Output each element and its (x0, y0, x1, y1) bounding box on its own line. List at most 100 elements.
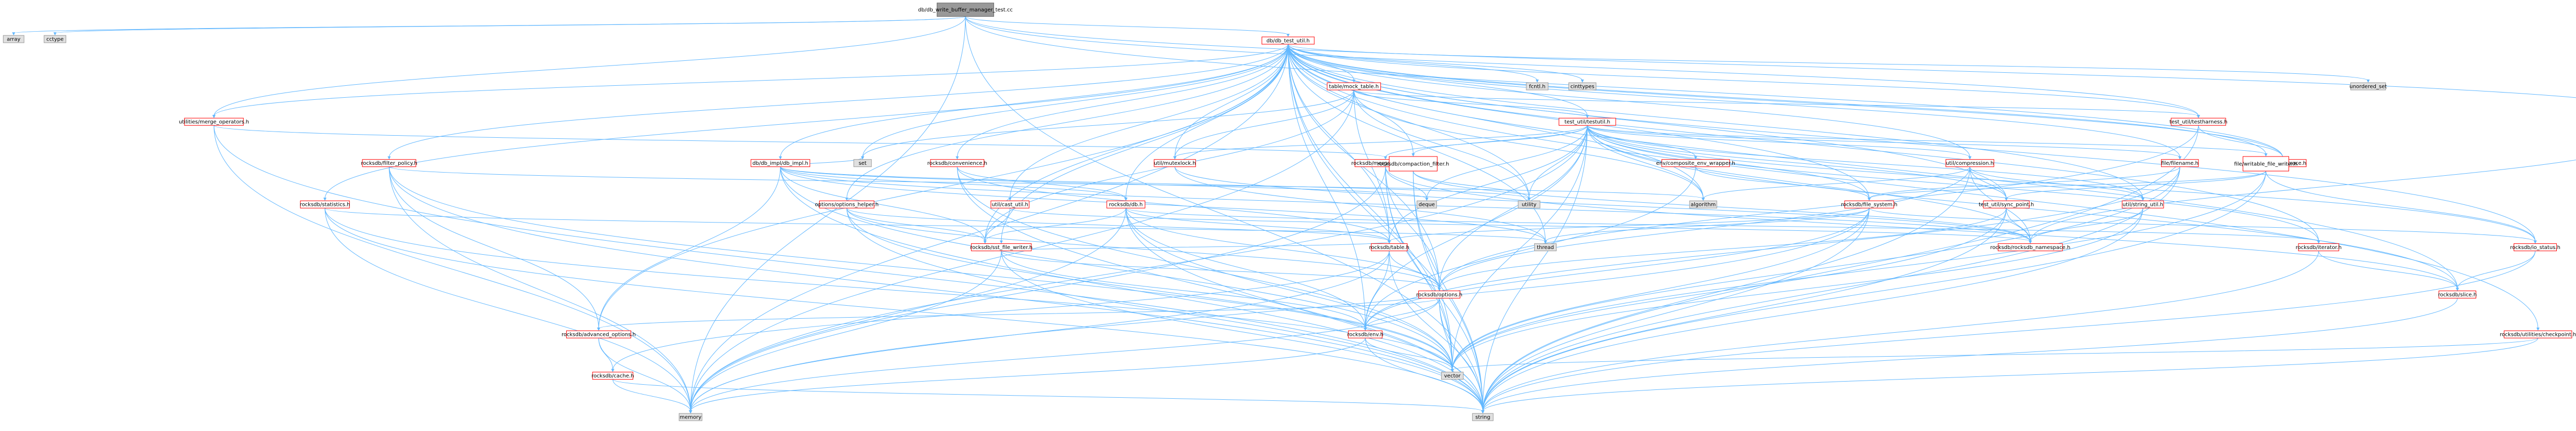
edge-n41-n49 (1439, 298, 1483, 412)
node-label: db/db_impl/db_impl.h (752, 161, 808, 166)
node-label: deque (1419, 202, 1435, 208)
node-n14[interactable]: db/db_impl/db_impl.h (750, 159, 810, 167)
edge-arrowhead (1527, 198, 1531, 201)
edge-n32-n38 (2006, 208, 2031, 242)
node-box (2170, 117, 2226, 126)
node-box (3, 35, 24, 43)
edge-n0-n7 (214, 16, 966, 116)
node-box (971, 243, 1032, 252)
edge-n8-n16 (1174, 90, 1354, 158)
node-n16[interactable]: util/mutexlock.h (1154, 159, 1196, 167)
node-n21[interactable]: file/filename.h (2161, 159, 2199, 167)
edge-n3-n23 (324, 44, 1289, 199)
node-n28[interactable]: deque (1417, 200, 1437, 208)
node-box (300, 200, 350, 208)
node-n10[interactable]: test_util/testharness.h (2169, 117, 2227, 126)
node-n47[interactable]: vector (1441, 372, 1464, 380)
node-n19[interactable]: env/composite_env_wrapper.h (1656, 159, 1735, 167)
node-label: algorithm (1691, 202, 1716, 208)
edge-n3-n14 (780, 44, 1289, 158)
node-n7[interactable]: utilities/merge_operators.h (179, 117, 249, 126)
node-n49[interactable]: string (1472, 413, 1494, 421)
edge-n46-n49 (612, 379, 1483, 412)
node-label: db/db_write_buffer_manager_test.cc (918, 7, 1013, 13)
edge-arrowhead (387, 156, 391, 160)
node-n43[interactable]: rocksdb/advanced_options.h (561, 330, 636, 338)
node-box (819, 200, 874, 208)
node-label: rocksdb/table.h (1369, 245, 1409, 251)
edge-n3-n4 (1288, 44, 1538, 81)
edge-n20-n32 (1969, 166, 2007, 199)
node-n4[interactable]: fcntl.h (1526, 82, 1549, 90)
node-box (990, 200, 1029, 208)
edge-n41-n48 (690, 298, 1440, 412)
edge-n42-n49 (1482, 298, 2458, 412)
node-label: vector (1444, 373, 1461, 379)
node-n42[interactable]: rocksdb/slice.h (2438, 290, 2477, 298)
node-box (2242, 156, 2290, 172)
node-n25[interactable]: util/cast_util.h (990, 200, 1029, 208)
node-n40[interactable]: rocksdb/io_status.h (2510, 243, 2560, 252)
edge-arrowhead (1867, 198, 1871, 201)
node-n38[interactable]: rocksdb/rocksdb_namespace.h (1990, 243, 2070, 252)
edge-arrowhead (861, 156, 865, 160)
node-n18[interactable]: rocksdb/compaction_filter.h (1377, 156, 1449, 172)
edge-n3-n9 (1288, 44, 1588, 116)
node-n29[interactable]: utility (1518, 200, 1540, 208)
node-label: options/options_helper.h (815, 202, 879, 208)
node-n26[interactable]: rocksdb/db.h (1106, 200, 1145, 208)
node-n15[interactable]: rocksdb/convenience.h (927, 159, 987, 167)
edge-n8-n10 (1353, 89, 2199, 116)
edge-arrowhead (1586, 115, 1589, 119)
edge-n20-n33 (1969, 166, 2143, 199)
node-label: cctype (46, 37, 63, 43)
node-n44[interactable]: rocksdb/env.h (1347, 330, 1383, 338)
node-n9[interactable]: test_util/testutil.h (1559, 117, 1616, 126)
node-n24[interactable]: options/options_helper.h (815, 200, 879, 208)
edge-arrowhead (689, 410, 692, 414)
edge-arrowhead (1450, 369, 1454, 372)
edge-n31-n49 (1482, 208, 1869, 412)
node-label: utilities/merge_operators.h (179, 120, 249, 125)
node-label: rocksdb/statistics.h (300, 202, 350, 208)
node-n46[interactable]: rocksdb/cache.h (592, 372, 634, 380)
edge-n32-n47 (1452, 208, 2007, 370)
node-n48[interactable]: memory (678, 413, 702, 421)
edge-arrowhead (2005, 198, 2008, 201)
edge-n21-n31 (1868, 166, 2180, 199)
edge-n45-n47 (1452, 337, 2539, 371)
node-n6[interactable]: unordered_set (2349, 82, 2387, 90)
node-n30[interactable]: algorithm (1689, 200, 1717, 208)
node-box (1389, 156, 1438, 172)
edge-n3-n32 (1288, 44, 2007, 199)
node-n31[interactable]: rocksdb/file_system.h (1841, 200, 1898, 208)
node-n36[interactable]: thread (1534, 243, 1557, 252)
node-n33[interactable]: util/string_util.h (2122, 200, 2164, 208)
node-n5[interactable]: cinttypes (1568, 82, 1597, 90)
node-n32[interactable]: test_util/sync_point.h (1979, 200, 2034, 208)
node-label: thread (1537, 245, 1554, 251)
node-n20[interactable]: util/compression.h (1945, 159, 1994, 167)
node-n45[interactable]: rocksdb/utilities/checkpoint.h (2500, 330, 2576, 338)
node-n23[interactable]: rocksdb/statistics.h (300, 200, 350, 208)
edge-n14-n49 (780, 166, 1483, 412)
node-n39[interactable]: rocksdb/iterator.h (2296, 243, 2342, 252)
node-n22[interactable]: file/writable_file_writer.h (2234, 156, 2297, 172)
edge-n3-n25 (1010, 44, 1289, 199)
edge-n17-n48 (690, 166, 1386, 412)
edge-n35-n49 (1001, 251, 1483, 412)
node-label: db/db_test_util.h (1266, 38, 1310, 44)
edge-arrowhead (2264, 153, 2268, 157)
node-n1[interactable]: array (3, 35, 24, 43)
node-n41[interactable]: rocksdb/options.h (1416, 290, 1462, 298)
node-n3[interactable]: db/db_test_util.h (1261, 36, 1315, 45)
node-n35[interactable]: rocksdb/sst_file_writer.h (970, 243, 1032, 252)
edge-n26-n41 (1126, 208, 1440, 289)
node-n13[interactable]: rocksdb/filter_policy.h (361, 159, 417, 167)
node-n8[interactable]: table/mock_table.h (1327, 82, 1381, 90)
node-n27[interactable]: set (853, 159, 872, 167)
edge-n14-n28 (780, 166, 1427, 199)
node-n2[interactable]: cctype (44, 35, 67, 43)
node-n37[interactable]: rocksdb/table.h (1369, 243, 1409, 252)
node-box (1371, 243, 1408, 252)
